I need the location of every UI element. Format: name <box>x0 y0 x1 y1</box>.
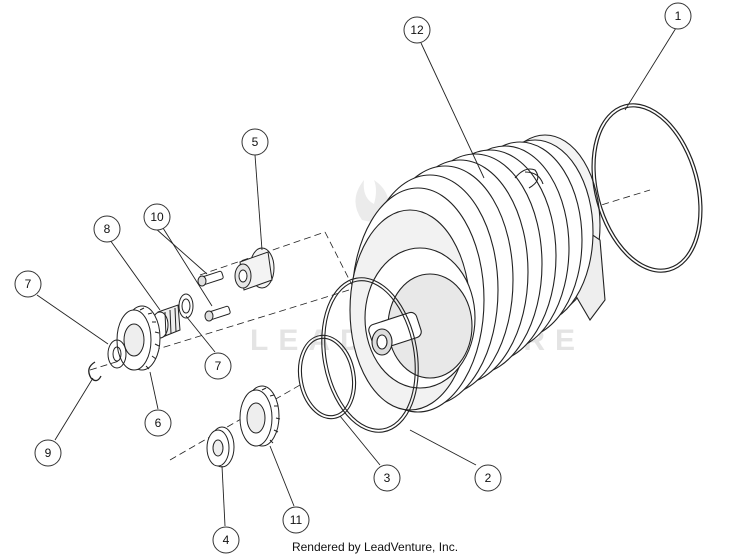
callout-9-label: 9 <box>45 446 52 460</box>
callout-4-label: 4 <box>223 533 230 547</box>
callout-8-label: 8 <box>104 222 111 236</box>
callout-6-label: 6 <box>155 416 162 430</box>
part-7-washer-right <box>178 293 194 319</box>
callout-2: 2 <box>474 464 502 492</box>
callout-7-left-label: 7 <box>25 277 32 291</box>
callout-12: 12 <box>403 16 431 44</box>
callout-1-label: 1 <box>675 9 682 23</box>
callout-10-label: 10 <box>150 210 164 224</box>
callouts: 1 12 5 10 8 7 7 6 <box>14 2 692 554</box>
part-7-washer-left <box>107 339 127 369</box>
callout-12-label: 12 <box>410 23 424 37</box>
callout-2-label: 2 <box>485 471 492 485</box>
callout-7-right-label: 7 <box>215 359 222 373</box>
callout-3: 3 <box>373 464 401 492</box>
part-10-bolts <box>197 270 231 322</box>
callout-10: 10 <box>143 203 171 231</box>
part-3-ring <box>297 334 357 420</box>
callout-7-right: 7 <box>204 352 232 380</box>
part-9-retaining-clip <box>88 361 102 382</box>
part-12-drum-housing <box>349 134 606 413</box>
callout-7-left: 7 <box>14 270 42 298</box>
callout-5-label: 5 <box>252 135 259 149</box>
callout-11: 11 <box>282 506 310 534</box>
callout-4: 4 <box>212 526 240 554</box>
part-1-o-ring <box>591 103 703 273</box>
callout-9: 9 <box>34 439 62 467</box>
callout-5: 5 <box>241 128 269 156</box>
callout-11-label: 11 <box>290 513 303 527</box>
render-credit: Rendered by LeadVenture, Inc. <box>291 540 459 554</box>
part-2-ring <box>321 277 419 433</box>
part-4-nut <box>206 426 235 468</box>
callout-3-label: 3 <box>384 471 391 485</box>
callout-1: 1 <box>664 2 692 30</box>
callout-6: 6 <box>144 409 172 437</box>
part-11-gear-nut <box>239 385 281 447</box>
callout-8: 8 <box>93 215 121 243</box>
part-6-gear <box>116 305 161 371</box>
leader-lines <box>36 27 677 527</box>
part-5-shaft-flange <box>234 247 275 291</box>
